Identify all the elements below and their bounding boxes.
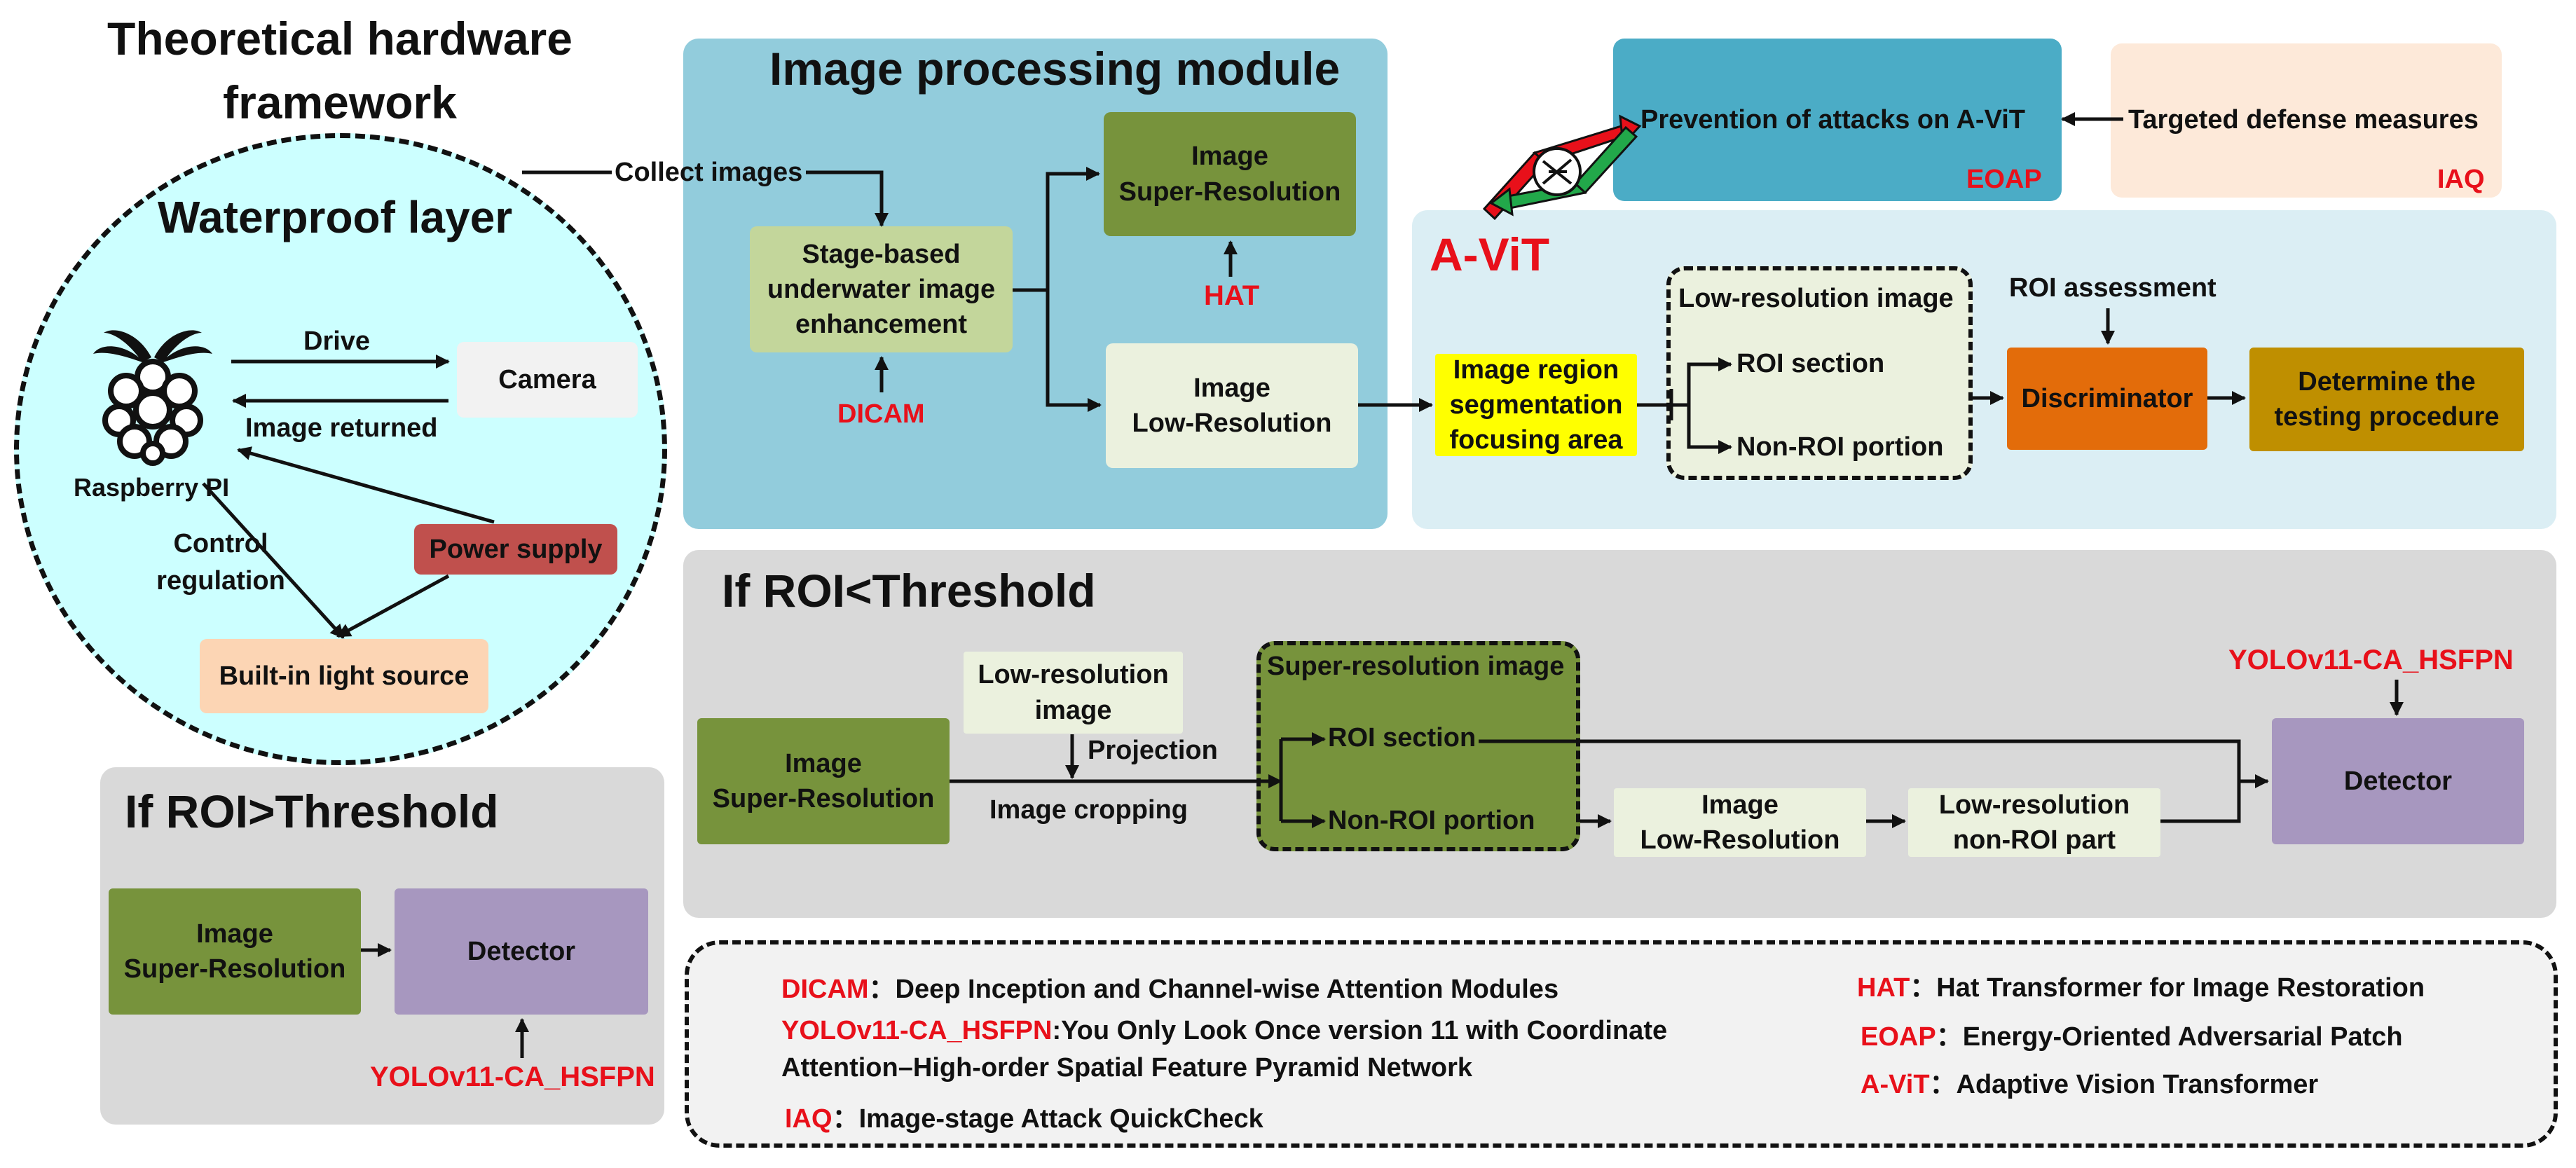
roi-greater-sr-box: Image Super-Resolution [109, 888, 361, 1015]
avit-roi-label: ROI section [1736, 349, 1885, 378]
roi-less-roi-label: ROI section [1328, 723, 1477, 753]
roi-greater-yolo-label: YOLOv11-CA_HSFPN [370, 1061, 655, 1092]
prevention-box [1613, 39, 2062, 201]
light-source-box: Built-in light source [200, 639, 488, 713]
sr-image-title: Super-resolution image [1267, 652, 1565, 681]
discriminator-box: Discriminator [2007, 348, 2207, 450]
roi-less-sr-box: Image Super-Resolution [697, 718, 950, 844]
roi-greater-detector-box: Detector [395, 888, 648, 1015]
lr-nonroi-box: Low-resolution non-ROI part [1908, 788, 2160, 857]
roi-less-yolo-label: YOLOv11-CA_HSFPN [2228, 645, 2514, 675]
legend-avit-def: ：Adaptive Vision Transformer [1929, 1070, 2319, 1099]
legend-iaq-def: ：Image-stage Attack QuickCheck [832, 1104, 1263, 1134]
prevention-label: Prevention of attacks on A-ViT [1640, 105, 2025, 135]
legend-yolo-def: :You Only Look Once version 11 with Coor… [1052, 1016, 1668, 1045]
power-supply-box: Power supply [414, 524, 617, 575]
legend-iaq: IAQ：Image-stage Attack QuickCheck [785, 1097, 1263, 1135]
control-regulation-label: Control regulation [156, 529, 285, 596]
roi-less-title: If ROI<Threshold [722, 565, 1096, 617]
lowres-group-title: Low-resolution image [1678, 284, 1954, 313]
legend-hat: HAT：Hat Transformer for Image Restoratio… [1857, 966, 2425, 1004]
camera-box: Camera [457, 342, 638, 418]
legend-hat-term: HAT [1857, 973, 1910, 1003]
targeted-defense-box [2111, 43, 2502, 198]
roi-less-nonroi-label: Non-ROI portion [1328, 806, 1535, 835]
hat-label: HAT [1204, 280, 1260, 311]
legend-eoap: EOAP：Energy-Oriented Adversarial Patch [1861, 1015, 2403, 1053]
projection-label: Projection [1088, 736, 1218, 765]
collect-images-label: Collect images [615, 158, 803, 187]
legend-dicam-def: ：Deep Inception and Channel-wise Attenti… [868, 975, 1559, 1004]
legend-eoap-term: EOAP [1861, 1022, 1936, 1052]
testing-procedure-box: Determine the testing procedure [2249, 348, 2524, 451]
legend-avit-term: A-ViT [1861, 1070, 1930, 1099]
targeted-defense-label: Targeted defense measures [2128, 105, 2479, 135]
legend-yolo-cont: Attention–High-order Spatial Feature Pyr… [781, 1053, 1473, 1083]
raspberry-pi-icon [93, 330, 212, 466]
iaq-label: IAQ [2437, 165, 2485, 194]
legend-avit: A-ViT：Adaptive Vision Transformer [1861, 1062, 2318, 1101]
dicam-label: DICAM [837, 399, 925, 429]
ipm-low-resolution-box: Image Low-Resolution [1106, 343, 1358, 468]
avit-title: A-ViT [1430, 228, 1550, 280]
stage-enhancement-box: Stage-based underwater image enhancement [750, 226, 1013, 352]
legend-dicam: DICAM：Deep Inception and Channel-wise At… [781, 967, 1558, 1005]
legend-iaq-term: IAQ [785, 1104, 833, 1134]
legend-yolo-term: YOLOv11-CA_HSFPN [781, 1016, 1053, 1045]
ipm-super-resolution-box: Image Super-Resolution [1104, 112, 1356, 236]
legend-yolo: YOLOv11-CA_HSFPN:You Only Look Once vers… [781, 1016, 1667, 1046]
drive-label: Drive [303, 327, 371, 356]
roi-less-detector-box: Detector [2272, 718, 2524, 844]
avit-nonroi-label: Non-ROI portion [1736, 432, 1944, 462]
legend-dicam-term: DICAM [781, 975, 869, 1004]
legend-panel [685, 940, 2558, 1148]
waterproof-label: Waterproof layer [158, 192, 513, 242]
legend-eoap-def: ：Energy-Oriented Adversarial Patch [1936, 1022, 2403, 1052]
roi-assessment-label: ROI assessment [2009, 273, 2217, 303]
legend-hat-def: ：Hat Transformer for Image Restoration [1910, 973, 2425, 1003]
segmentation-box: Image region segmentation focusing area [1435, 354, 1637, 456]
hardware-title: Theoretical hardware framework [107, 13, 573, 129]
roi-greater-title: If ROI>Threshold [125, 785, 499, 837]
cropping-label: Image cropping [989, 795, 1188, 825]
roi-less-lowres-box: Low-resolution image [964, 652, 1183, 734]
ipm-title: Image processing module [769, 43, 1341, 95]
raspberry-pi-label: Raspberry PI [74, 473, 230, 502]
image-returned-label: Image returned [245, 413, 438, 443]
eoap-label: EOAP [1966, 165, 2042, 194]
roi-less-img-lr-box: Image Low-Resolution [1614, 788, 1866, 857]
